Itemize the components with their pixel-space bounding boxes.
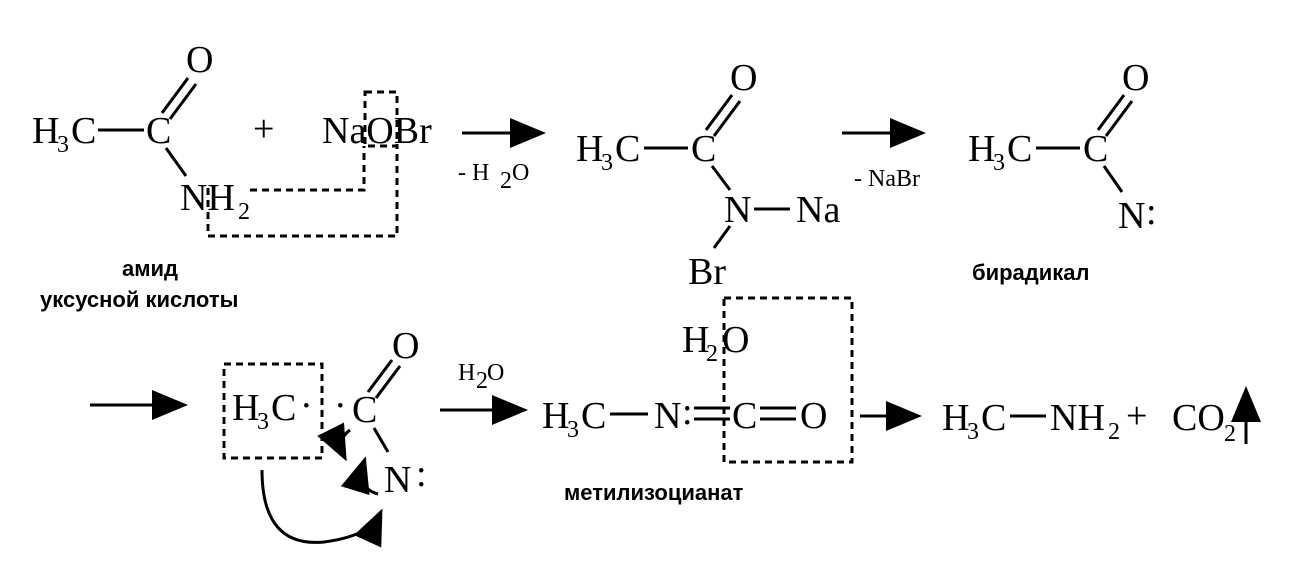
atom-subscript: 3 <box>993 150 1005 176</box>
atom-label: C <box>691 128 716 170</box>
single-bond <box>372 427 390 453</box>
single-bond <box>710 165 732 191</box>
dashed-box <box>722 296 854 464</box>
atom-subscript: 3 <box>257 409 269 435</box>
atom-label: C <box>615 128 640 170</box>
atom-label: H <box>942 397 969 439</box>
atom-label: N <box>1118 195 1145 237</box>
atom-label: H <box>576 128 603 170</box>
caption-biradical: бирадикал <box>972 260 1090 285</box>
atom-label: H <box>232 387 259 429</box>
migration-arrow <box>260 469 383 548</box>
methylisocyanate-structure: H 2 O H 3 C N : C O <box>542 296 854 464</box>
double-bond <box>712 100 742 137</box>
double-bond <box>374 365 402 399</box>
atom-subscript: 3 <box>601 150 613 176</box>
atom-subscript: 2 <box>238 199 250 225</box>
atom-subscript: 3 <box>57 132 69 158</box>
condition-label: H <box>458 360 475 386</box>
atom-label: C <box>732 395 757 437</box>
atom-label: C <box>146 110 171 152</box>
double-bond <box>704 94 734 131</box>
dashed-box <box>363 90 399 148</box>
atom-subscript: 3 <box>567 417 579 443</box>
dashed-box <box>206 146 399 238</box>
condition-label: - NaBr <box>854 166 920 192</box>
atom-label: NH <box>1050 397 1105 439</box>
double-bond <box>1096 94 1126 131</box>
double-bond <box>1104 100 1134 137</box>
atom-subscript: 2 <box>706 341 718 367</box>
caption-amide-line2: уксусной кислоты <box>40 287 238 312</box>
atom-label: H <box>542 395 569 437</box>
dashed-box <box>222 362 324 460</box>
atom-label: H <box>968 128 995 170</box>
atom-label: O <box>392 325 419 367</box>
atom-label: N <box>724 189 751 231</box>
atom-label: C <box>581 395 606 437</box>
single-bond <box>164 147 188 177</box>
atom-label: C <box>981 397 1006 439</box>
caption-amide-line1: амид <box>122 256 178 281</box>
atom-label: O <box>730 57 757 99</box>
single-bond <box>1102 165 1124 193</box>
condition-subscript: 2 <box>500 168 512 194</box>
plus-sign: + <box>1126 395 1147 437</box>
plus-sign: + <box>253 108 274 150</box>
atom-label: O <box>186 39 213 81</box>
atom-label: C <box>71 110 96 152</box>
dashed-box <box>250 146 366 192</box>
radical-dot: · <box>300 385 313 427</box>
atom-label: Na <box>796 189 840 231</box>
atom-label: H <box>682 319 709 361</box>
atom-label: Br <box>688 251 726 293</box>
lone-pair: : <box>682 391 693 433</box>
atom-label: H <box>32 110 59 152</box>
atom-label: O <box>722 319 749 361</box>
double-bond <box>160 77 190 114</box>
single-bond <box>712 225 732 249</box>
atom-label: C <box>1083 128 1108 170</box>
products-structure: H 3 C NH 2 + CO 2 <box>942 386 1261 447</box>
condition-label: - H <box>458 160 489 186</box>
lone-pair: : <box>416 453 427 495</box>
rearrangement-structure: H 3 C · · C O N : <box>222 325 427 548</box>
atom-label: C <box>1007 128 1032 170</box>
condition-subscript: 2 <box>476 368 488 394</box>
reagent-naobr: NaOBr <box>322 110 432 152</box>
atom-label: C <box>271 387 296 429</box>
atom-label: CO <box>1172 397 1225 439</box>
atom-label: C <box>352 389 377 431</box>
atom-subscript: 2 <box>1224 421 1236 447</box>
lone-pair: : <box>1146 191 1157 233</box>
double-bond <box>168 83 198 120</box>
biradical-structure: H 3 C C O N : <box>968 57 1157 237</box>
atom-label: O <box>800 395 827 437</box>
caption-methylisocyanate: метилизоцианат <box>564 480 744 505</box>
atom-label: O <box>1122 57 1149 99</box>
atom-subscript: 3 <box>967 419 979 445</box>
electron-shift-arrow <box>317 422 351 462</box>
electron-shift-arrow <box>340 456 379 496</box>
atom-subscript: 2 <box>1108 419 1120 445</box>
atom-label: N <box>654 395 681 437</box>
condition-label: O <box>512 160 529 186</box>
acetamide-structure: H 3 C C O NH 2 + NaOBr <box>32 39 432 238</box>
radical-dot: · <box>334 385 347 427</box>
condition-label: O <box>487 360 504 386</box>
n-bromoamide-structure: H 3 C C O N Na Br <box>576 57 840 293</box>
double-bond <box>366 359 394 393</box>
atom-label: N <box>384 459 411 501</box>
